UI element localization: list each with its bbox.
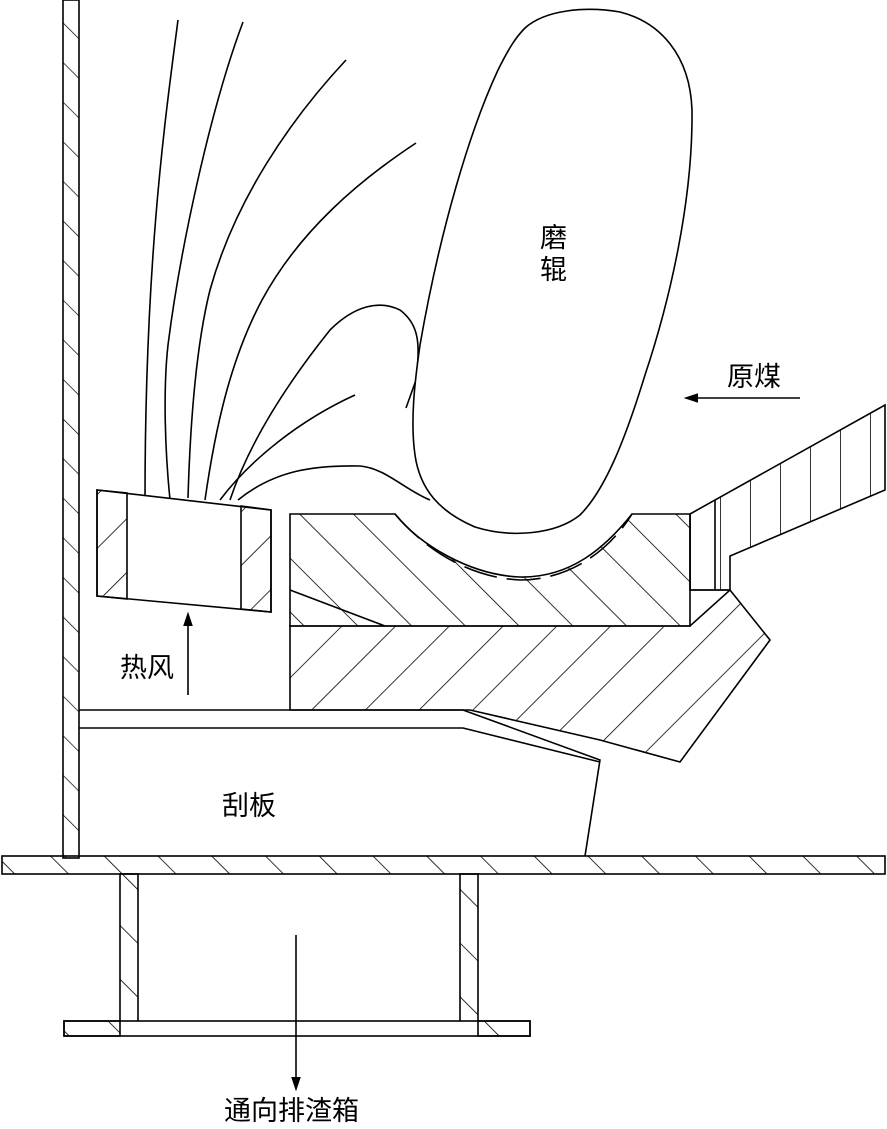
- flow-lines: [144, 19, 431, 501]
- roller-label-line2: 辊: [540, 255, 567, 286]
- raw-coal-label: 原煤: [727, 362, 781, 393]
- hot-air-duct: [96, 489, 272, 613]
- floor-plate: [1, 855, 886, 875]
- roller-label-line1: 磨: [540, 223, 567, 254]
- arrows: [183, 393, 800, 1092]
- left-wall: [62, 0, 80, 859]
- scraper-housing: [79, 709, 601, 857]
- grinding-bowl: [289, 513, 691, 627]
- coal-chute: [689, 403, 886, 591]
- grinding-roller: [412, 8, 693, 535]
- discharge-chute: [63, 873, 531, 1037]
- scraper-label: 刮板: [222, 791, 276, 822]
- hot-air-label: 热风: [120, 653, 174, 684]
- to-slag-box-label: 通向排渣箱: [224, 1096, 359, 1127]
